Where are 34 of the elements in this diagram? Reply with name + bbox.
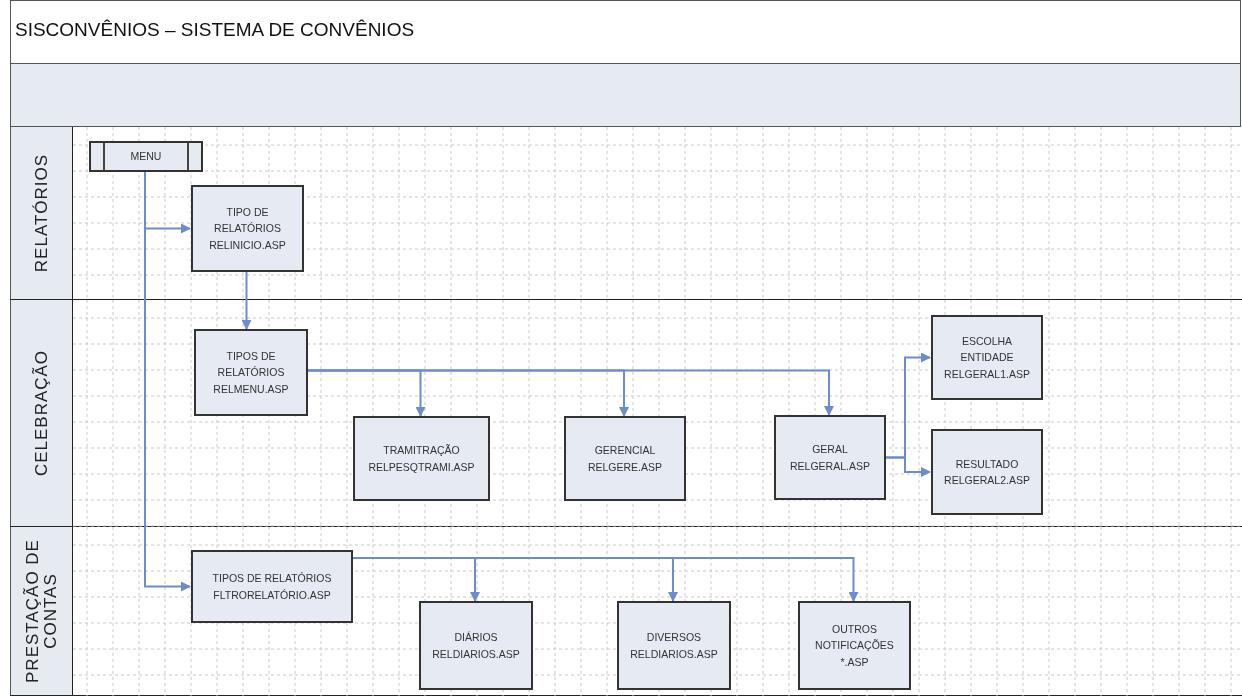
process-box bbox=[931, 315, 1043, 400]
process-box bbox=[191, 185, 304, 272]
swimlane bbox=[10, 527, 1242, 696]
process-box bbox=[191, 550, 353, 623]
process-box bbox=[564, 416, 686, 501]
box-label: TRAMITRAÇÃO RELPESQTRAMI.ASP bbox=[367, 443, 476, 475]
arrow bbox=[884, 456, 931, 477]
process-box bbox=[617, 601, 731, 690]
swimlane bbox=[10, 127, 1242, 300]
process-box bbox=[353, 416, 490, 501]
process-box bbox=[774, 415, 886, 500]
swimlane bbox=[10, 300, 1242, 527]
arrow bbox=[306, 369, 834, 416]
box-label: DIVERSOS RELDIARIOS.ASP bbox=[629, 630, 719, 662]
lane-title: PRESTAÇÃO DE CONTAS bbox=[23, 538, 60, 685]
box-label: ESCOLHA ENTIDADE RELGERAL1.ASP bbox=[944, 334, 1030, 382]
lane-title: CELEBRAÇÃO bbox=[32, 348, 51, 479]
box-label: TIPOS DE RELATÓRIOS RELMENU.ASP bbox=[212, 349, 290, 397]
process-box bbox=[931, 429, 1043, 515]
process-box bbox=[419, 601, 533, 690]
box-label: RESULTADO RELGERAL2.ASP bbox=[944, 456, 1030, 488]
arrow bbox=[241, 271, 252, 330]
box-label: TIPO DE RELATÓRIOS RELINICIO.ASP bbox=[208, 205, 287, 253]
lane-title: RELATÓRIOS bbox=[32, 152, 51, 275]
box-label: OUTROS NOTIFICAÇÕES *.ASP bbox=[814, 622, 895, 670]
box-label: DIÁRIOS RELDIARIOS.ASP bbox=[431, 630, 521, 662]
box-label: GERENCIAL RELGERE.ASP bbox=[586, 443, 664, 475]
box-label: MENU bbox=[130, 149, 162, 165]
process-box bbox=[194, 329, 308, 416]
box-label: TIPOS DE RELATÓRIOS FLTRORELATÓRIO.ASP bbox=[211, 571, 333, 603]
box-label: GERAL RELGERAL.ASP bbox=[789, 442, 871, 474]
process-box bbox=[798, 601, 911, 690]
process-box bbox=[89, 141, 203, 172]
diagram-title: SISCONVÊNIOS – SISTEMA DE CONVÊNIOS bbox=[10, 0, 1241, 64]
